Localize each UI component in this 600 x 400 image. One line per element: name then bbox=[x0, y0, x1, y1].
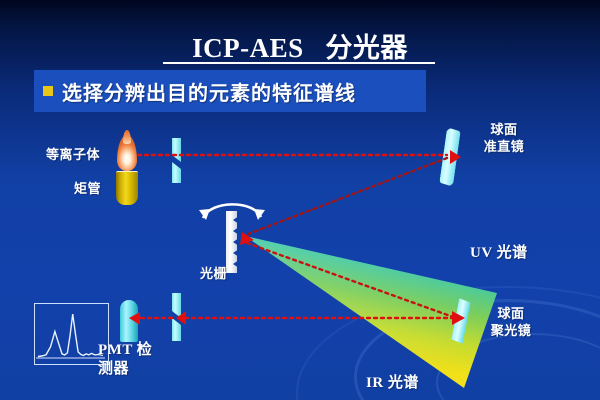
exit-slit-notch bbox=[172, 311, 181, 318]
exit-slit-notch bbox=[172, 318, 181, 325]
label-focusing-mirror: 球面 聚光镜 bbox=[490, 307, 532, 339]
ray-arrow-focus-mirror bbox=[452, 311, 465, 325]
plasma-flame-tip-icon bbox=[123, 130, 131, 144]
spectrum-plot-trace bbox=[36, 314, 105, 359]
pmt-detector-tube bbox=[120, 300, 138, 342]
ray-arrow-pmt bbox=[129, 312, 140, 325]
grating-tooth bbox=[233, 238, 239, 246]
grating-tooth bbox=[233, 260, 239, 268]
bullet-band bbox=[34, 70, 426, 112]
square-bullet-icon bbox=[43, 86, 53, 96]
ray-arrow-exit-slit bbox=[176, 311, 186, 325]
label-collimating-mirror: 球面 准直镜 bbox=[483, 123, 525, 155]
label-grating: 光栅 bbox=[200, 267, 228, 282]
label-pmt-detector: PMT 检 测器 bbox=[98, 342, 153, 377]
label-torch: 矩管 bbox=[74, 182, 102, 197]
title-underline bbox=[163, 62, 435, 64]
ray-grating-to-focus-mirror bbox=[245, 241, 458, 320]
ray-arrow-collimator bbox=[450, 150, 461, 164]
grating-tooth bbox=[233, 216, 239, 224]
plasma-flame-icon bbox=[117, 134, 137, 172]
spectrum-plot bbox=[34, 303, 109, 365]
ray-collimator-to-grating bbox=[241, 156, 449, 238]
bullet-text: 选择分辨出目的元素的特征谱线 bbox=[62, 81, 356, 105]
grating-tooth bbox=[233, 227, 239, 235]
page-title: ICP-AES 分光器 bbox=[192, 33, 408, 63]
grating-rotation-arrow-icon bbox=[199, 203, 265, 220]
torch-tube bbox=[116, 171, 138, 205]
entrance-slit-notch bbox=[172, 155, 181, 162]
label-plasma: 等离子体 bbox=[46, 148, 101, 163]
grating-tooth bbox=[233, 249, 239, 257]
label-uv-spectrum: UV 光谱 bbox=[470, 245, 528, 261]
entrance-slit-notch bbox=[172, 162, 181, 169]
diffraction-grating bbox=[226, 211, 237, 273]
ray-arrow-grating bbox=[240, 232, 254, 245]
label-ir-spectrum: IR 光谱 bbox=[366, 375, 419, 391]
